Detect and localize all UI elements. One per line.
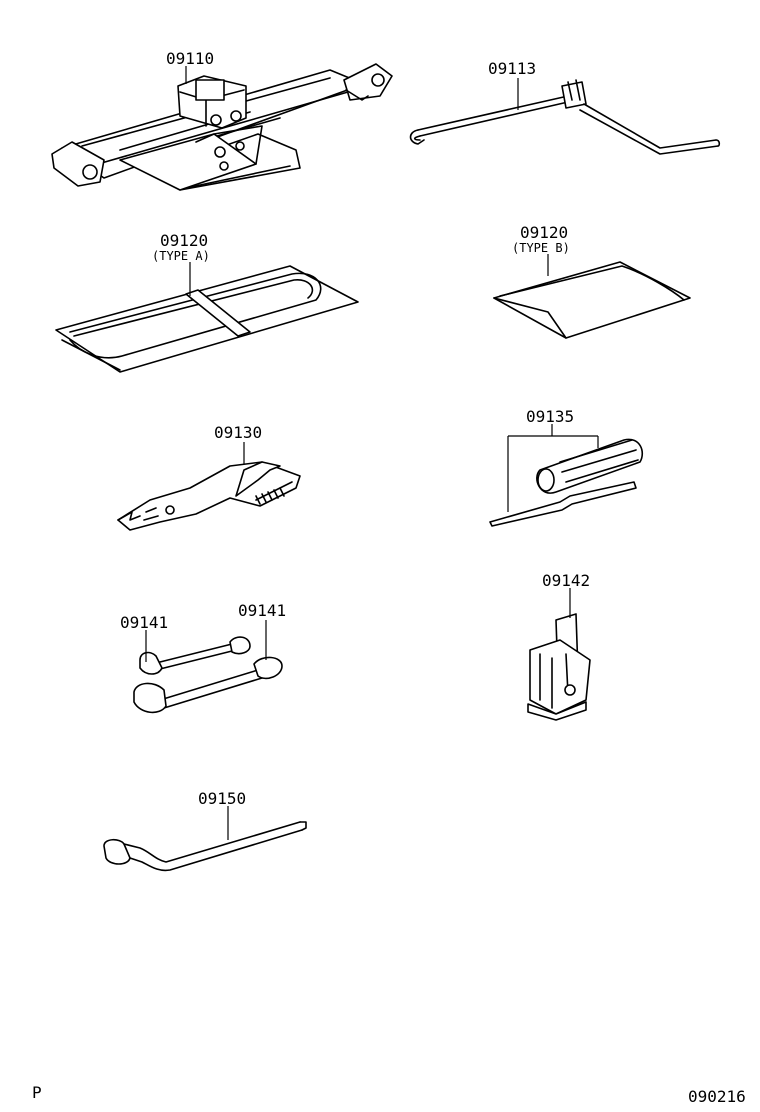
tool-bag-b-variant: (TYPE B)	[512, 241, 570, 255]
jack-handle-part-number: 09113	[488, 59, 536, 78]
holder-illustration: 09142	[527, 571, 591, 721]
jack-handle-illustration: 09113	[409, 59, 721, 155]
wrench-small-part-number: 09141	[120, 613, 168, 632]
holder-part-number: 09142	[542, 571, 590, 590]
diagram-code: 090216	[688, 1087, 746, 1106]
tool-bag-a-part-number: 09120	[160, 231, 208, 250]
wheel-wrench-part-number: 09150	[198, 789, 246, 808]
jack-part-number: 09110	[166, 49, 214, 68]
tool-bag-type-b-illustration: 09120 (TYPE B)	[493, 223, 691, 339]
wheel-wrench-illustration: 09150	[103, 789, 307, 872]
pliers-part-number: 09130	[214, 423, 262, 442]
screwdriver-illustration: 09135	[489, 407, 644, 527]
screwdriver-part-number: 09135	[526, 407, 574, 426]
jack-illustration: 09110	[51, 49, 393, 191]
wrench-large-illustration: 09141	[133, 601, 286, 714]
wrench-small-illustration: 09141	[120, 613, 251, 675]
wrench-large-part-number: 09141	[238, 601, 286, 620]
pliers-illustration: 09130	[117, 423, 301, 531]
tool-bag-a-variant: (TYPE A)	[152, 249, 210, 263]
tool-bag-type-a-illustration: 09120 (TYPE A)	[55, 231, 359, 373]
footer-left-mark: P	[32, 1083, 42, 1102]
tool-bag-b-part-number: 09120	[520, 223, 568, 242]
